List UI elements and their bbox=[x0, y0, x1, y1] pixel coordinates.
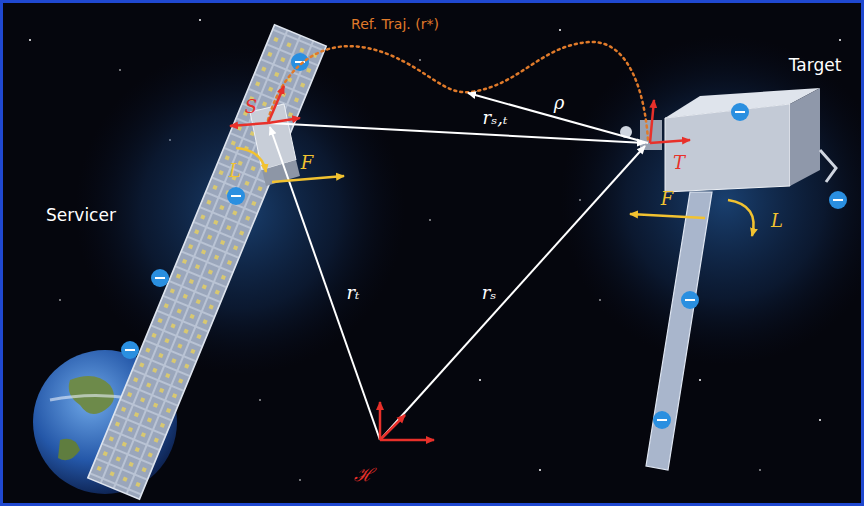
target-satellite-part bbox=[790, 88, 820, 186]
force-label: F bbox=[301, 153, 314, 173]
position-vectors-part bbox=[380, 146, 645, 440]
servicer-satellite-part bbox=[88, 25, 326, 499]
target-satellite bbox=[620, 88, 836, 470]
reference-frames-part bbox=[650, 140, 690, 143]
target-satellite-part bbox=[646, 192, 712, 470]
stars-part bbox=[419, 59, 421, 61]
reference-frames-part bbox=[379, 402, 382, 440]
stars-part bbox=[539, 469, 541, 471]
position-vectors bbox=[268, 93, 648, 440]
servicer-satellite bbox=[88, 25, 326, 499]
electrons-part bbox=[731, 103, 749, 121]
stars-part bbox=[29, 39, 31, 41]
stars-part bbox=[839, 39, 841, 41]
target-satellite-part bbox=[665, 104, 790, 192]
electrons-part-part bbox=[833, 199, 843, 201]
electrons-part-part bbox=[291, 53, 309, 71]
electrons-part-part bbox=[685, 299, 695, 301]
force-torque-arrows-part bbox=[630, 214, 705, 218]
electrons-part bbox=[681, 291, 699, 309]
electrons-part-part bbox=[735, 111, 745, 113]
electrons-part bbox=[829, 191, 847, 209]
earth-part bbox=[50, 395, 130, 400]
position-vectors-part bbox=[468, 93, 648, 143]
stars-part bbox=[259, 399, 261, 401]
reference-frames-part bbox=[230, 123, 268, 126]
electrons-part bbox=[227, 187, 245, 205]
stars-part bbox=[819, 419, 821, 421]
electrons-part-part bbox=[653, 411, 671, 429]
reference-frames bbox=[230, 86, 690, 440]
electrons-part-part bbox=[121, 341, 139, 359]
stars-part bbox=[299, 479, 301, 481]
servicer-satellite-part-part bbox=[88, 25, 326, 499]
position-vectors-part bbox=[270, 127, 380, 440]
reference-frames-part bbox=[268, 118, 300, 123]
stars-part bbox=[59, 299, 61, 301]
frame-label: ℋ bbox=[354, 465, 373, 485]
stars-part bbox=[429, 219, 431, 221]
satellite-name: Target bbox=[789, 56, 842, 75]
stars-part bbox=[559, 29, 561, 31]
electrons-part-part bbox=[125, 349, 135, 351]
frame-label: S bbox=[245, 97, 257, 117]
reference-frames-part bbox=[650, 100, 654, 143]
electrons-part-part bbox=[681, 291, 699, 309]
force-torque-arrows bbox=[236, 148, 754, 236]
force-torque-arrows-part bbox=[728, 200, 754, 236]
electrons-part-part bbox=[151, 269, 169, 287]
trajectory-label: Ref. Traj. (r*) bbox=[351, 17, 439, 32]
target-satellite-part bbox=[820, 150, 836, 182]
electrons-part-part bbox=[231, 195, 241, 197]
stars-part bbox=[479, 379, 481, 381]
stars-part bbox=[119, 69, 121, 71]
earth-part bbox=[58, 439, 80, 460]
stars-part bbox=[759, 469, 761, 471]
vector-label: rₛ,ₜ bbox=[483, 108, 508, 128]
vector-label: rₜ bbox=[346, 283, 359, 303]
electrons-part-part bbox=[155, 277, 165, 279]
electrons-part bbox=[121, 341, 139, 359]
frame-label: T bbox=[673, 153, 685, 173]
electrons-part-part bbox=[829, 191, 847, 209]
reference-frames-part bbox=[268, 86, 284, 123]
stars-part bbox=[199, 19, 201, 21]
electrons-part bbox=[151, 269, 169, 287]
electrons bbox=[121, 53, 847, 429]
vector-label: ρ bbox=[554, 93, 565, 113]
force-torque-arrows-part bbox=[272, 176, 344, 182]
electrons-part-part bbox=[657, 419, 667, 421]
satellite-name: Servicer bbox=[46, 206, 116, 225]
reference-frames-part bbox=[380, 415, 405, 440]
illustration bbox=[3, 3, 861, 503]
reference-frames-part bbox=[380, 439, 434, 442]
electrons-part bbox=[291, 53, 309, 71]
torque-label: L bbox=[771, 211, 783, 231]
torque-label: L bbox=[229, 161, 241, 181]
electrons-part-part bbox=[227, 187, 245, 205]
stars-part bbox=[699, 379, 701, 381]
force-label: F bbox=[661, 189, 674, 209]
electrons-part bbox=[653, 411, 671, 429]
vector-label: rₛ bbox=[482, 283, 497, 303]
electrons-part-part bbox=[731, 103, 749, 121]
